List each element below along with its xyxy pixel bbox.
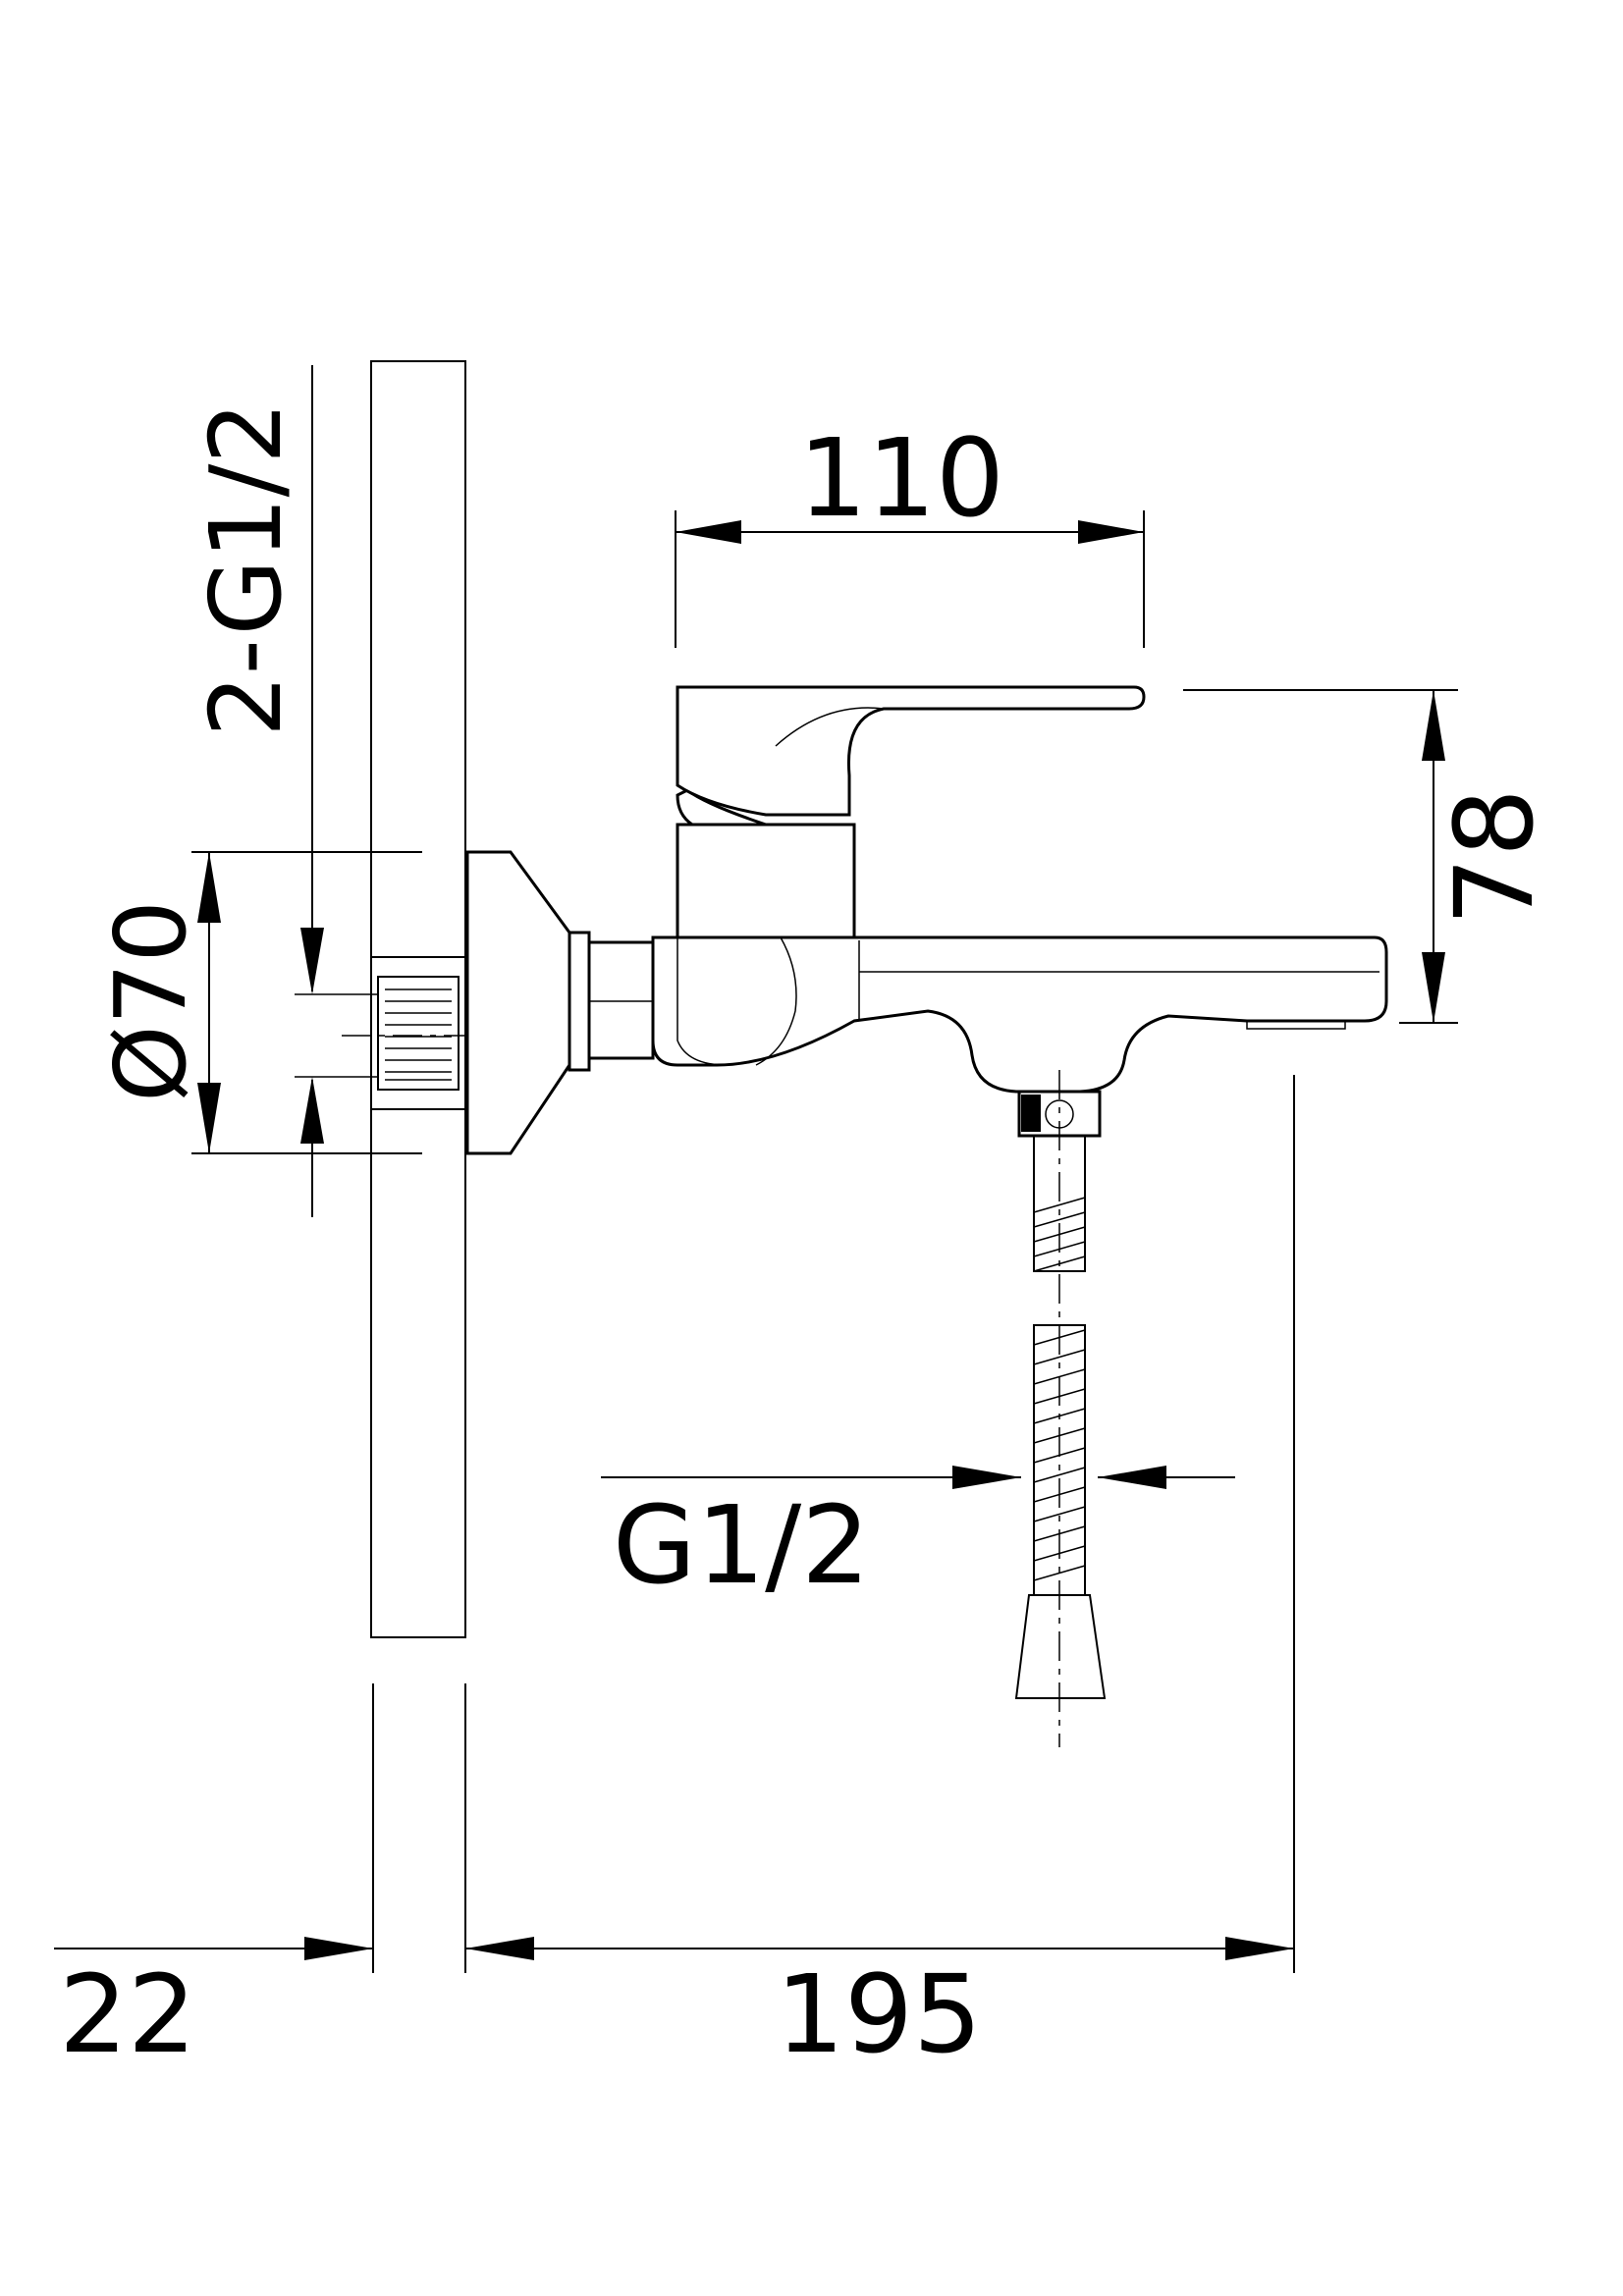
dimension-22: 22	[54, 1937, 373, 2077]
dimension-195: 195	[465, 1075, 1295, 2077]
dim-flange-diameter-label: Ø70	[93, 900, 208, 1102]
wall-section	[370, 360, 466, 1973]
dimension-inlet-thread: 2-G1/2	[189, 365, 378, 1217]
mixer-body	[651, 685, 1388, 1094]
dim-195-label: 195	[776, 1951, 982, 2077]
dim-78-label: 78	[1432, 788, 1557, 926]
dimension-78: 78	[1183, 689, 1557, 1024]
hose-connector	[1017, 1070, 1102, 1747]
dimension-110: 110	[675, 415, 1145, 648]
dimension-outlet-thread: G1/2	[601, 1466, 1235, 1608]
dim-outlet-thread-label: G1/2	[613, 1482, 870, 1608]
dim-inlet-thread-label: 2-G1/2	[189, 401, 303, 737]
threaded-inlet	[377, 976, 460, 1091]
dimension-flange-diameter: Ø70	[93, 851, 422, 1154]
dim-22-label: 22	[59, 1951, 196, 2077]
shower-hose	[1014, 1135, 1107, 1699]
dim-110-label: 110	[798, 415, 1004, 541]
wall-flange	[465, 850, 655, 1155]
